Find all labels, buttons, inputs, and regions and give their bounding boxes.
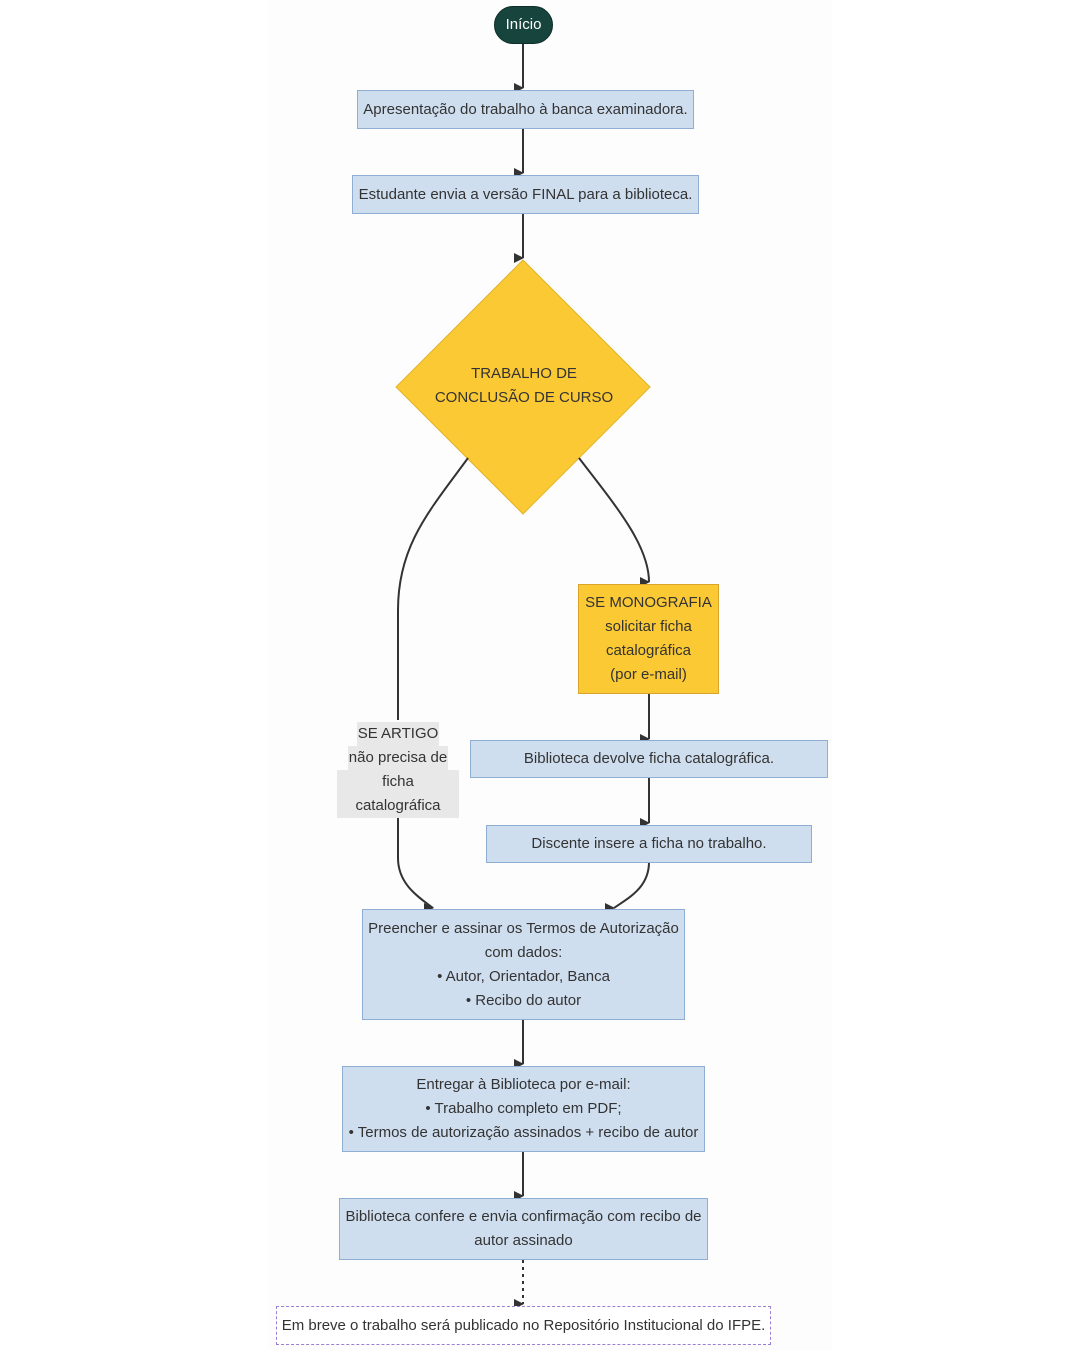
step-deliver-email: Entregar à Biblioteca por e-mail: • Trab… <box>342 1066 705 1152</box>
edge-decision-artigo <box>397 457 469 720</box>
step-presentation: Apresentação do trabalho à banca examina… <box>357 90 694 129</box>
start-node: Início <box>494 6 553 44</box>
step-authorization-terms: Preencher e assinar os Termos de Autoriz… <box>362 909 685 1020</box>
edge-inserts-terms <box>605 861 650 913</box>
step-send-final: Estudante envia a versão FINAL para a bi… <box>352 175 699 214</box>
decision-diamond <box>395 259 651 515</box>
branch-artigo-label: SE ARTIGO não precisa de ficha catalográ… <box>337 722 459 818</box>
edge-artigo-terms <box>397 795 434 913</box>
branch-monografia: SE MONOGRAFIA solicitar ficha catalográf… <box>578 584 719 694</box>
step-library-returns: Biblioteca devolve ficha catalográfica. <box>470 740 828 778</box>
step-student-inserts: Discente insere a ficha no trabalho. <box>486 825 812 863</box>
decision-label: TRABALHO DE CONCLUSÃO DE CURSO <box>434 365 614 406</box>
edge-decision-monografia <box>578 457 650 587</box>
step-library-confirms: Biblioteca confere e envia confirmação c… <box>339 1198 708 1260</box>
final-published-note: Em breve o trabalho será publicado no Re… <box>276 1306 771 1345</box>
